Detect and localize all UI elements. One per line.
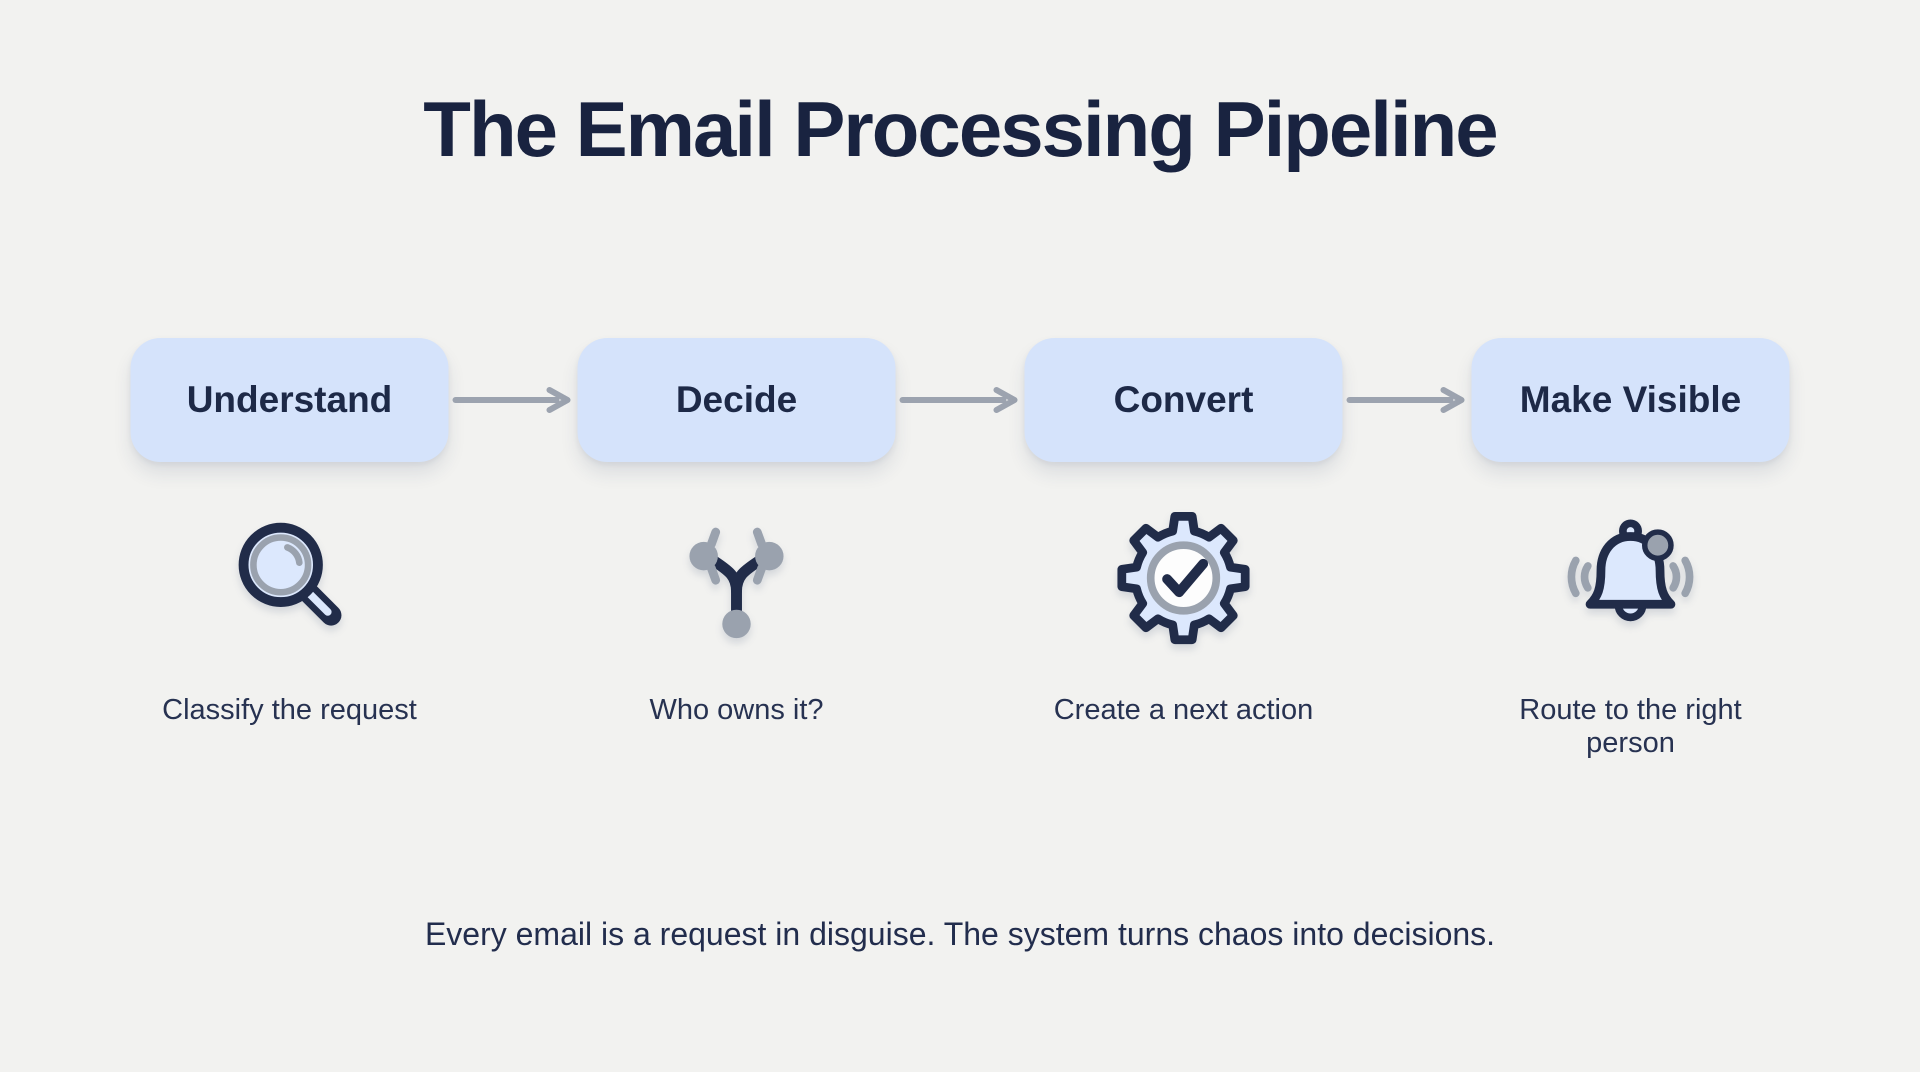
pipeline-diagram: Understand Decide Convert	[130, 338, 1790, 760]
flow-arrow-1	[449, 338, 578, 462]
branch-split-icon	[689, 527, 784, 639]
stage-caption-decide: Who owns it?	[649, 694, 824, 726]
footer-tagline: Every email is a request in disguise. Th…	[424, 916, 1496, 952]
stage-caption-convert: Create a next action	[1053, 694, 1314, 726]
diagram-title: The Email Processing Pipeline	[423, 85, 1498, 173]
stage-caption-understand: Classify the request	[162, 694, 417, 726]
stage-icon-decide	[578, 462, 896, 694]
stage-icon-convert	[1025, 462, 1343, 694]
stage-icon-understand	[131, 462, 449, 694]
stage-caption-make-visible: Route to the right person	[1519, 694, 1742, 759]
stage-label: Decide	[675, 379, 798, 420]
stage-pill-understand: Understand	[130, 338, 449, 462]
arrow-right-icon	[452, 387, 570, 413]
stage-label: Make Visible	[1519, 379, 1742, 420]
bell-icon	[1567, 519, 1694, 622]
magnifier-icon	[238, 522, 342, 626]
flow-arrow-3	[1343, 338, 1472, 462]
stage-label: Convert	[1113, 379, 1254, 420]
arrow-right-icon	[1346, 387, 1464, 413]
stage-label: Understand	[186, 379, 393, 420]
gear-check-icon	[1117, 511, 1250, 645]
stage-pill-make-visible: Make Visible	[1471, 338, 1790, 462]
stage-pill-convert: Convert	[1024, 338, 1343, 462]
stage-icon-make-visible	[1472, 462, 1790, 694]
arrow-right-icon	[899, 387, 1017, 413]
stage-pill-decide: Decide	[577, 338, 896, 462]
flow-arrow-2	[896, 338, 1025, 462]
